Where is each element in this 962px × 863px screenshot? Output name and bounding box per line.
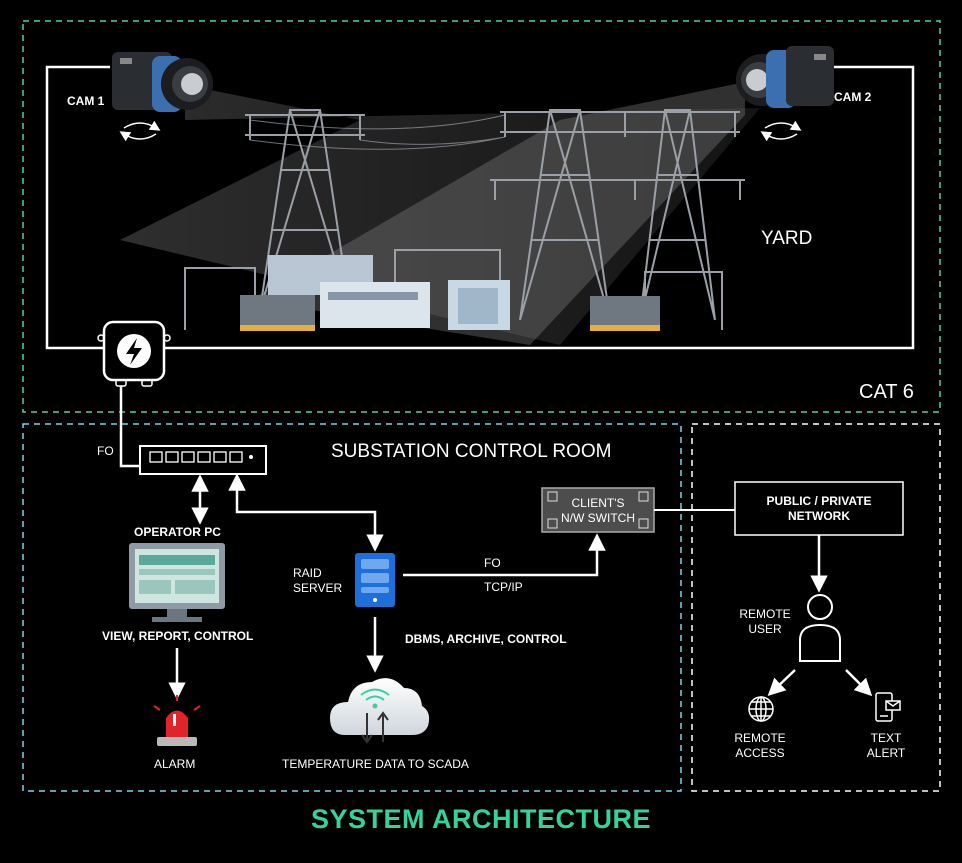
alarm-siren-icon — [153, 695, 201, 746]
cam2-beam — [250, 82, 745, 345]
camera-icon — [736, 46, 834, 108]
user-icon — [799, 594, 841, 662]
cat6-cable-right — [145, 65, 915, 350]
remote-access-label: REMOTE ACCESS — [734, 731, 786, 760]
fo-link-label: FO — [484, 556, 501, 570]
rotate-icon — [760, 120, 802, 142]
power-junction-icon — [97, 320, 171, 387]
fo-cable — [119, 386, 140, 468]
scada-label: TEMPERATURE DATA TO SCADA — [282, 757, 469, 771]
cam2-label: CAM 2 — [834, 90, 872, 104]
yard-label: YARD — [761, 228, 813, 249]
switch-server-link — [228, 473, 384, 552]
cloud-icon — [330, 678, 430, 744]
system-architecture-title: SYSTEM ARCHITECTURE — [310, 804, 651, 834]
client-switch-label: CLIENT'S N/W SWITCH — [561, 496, 635, 525]
public-private-network-label: PUBLIC / PRIVATE NETWORK — [766, 494, 872, 523]
client-switch-box — [541, 487, 655, 533]
camera-icon — [112, 52, 213, 112]
dbms-label: DBMS, ARCHIVE, CONTROL — [405, 632, 567, 646]
cat6-cable — [45, 65, 120, 350]
monitor-icon — [129, 543, 225, 622]
cam1-label: CAM 1 — [67, 94, 105, 108]
network-switch-icon — [139, 445, 267, 475]
operator-pc-label: OPERATOR PC — [134, 525, 221, 539]
globe-icon — [748, 696, 774, 722]
user-access-link — [767, 669, 796, 697]
tcpip-label: TCP/IP — [484, 580, 523, 594]
network-zone-border — [691, 423, 941, 792]
cat6-label: CAT 6 — [859, 381, 914, 403]
alarm-label: ALARM — [154, 757, 196, 771]
cam1-beam — [120, 85, 760, 345]
operator-functions-label: VIEW, REPORT, CONTROL — [102, 629, 254, 643]
control-room-title: SUBSTATION CONTROL ROOM — [331, 441, 612, 462]
mobile-message-icon — [875, 692, 901, 722]
public-private-network-box — [734, 481, 904, 536]
user-alert-link — [845, 669, 873, 697]
substation-equipment — [240, 255, 660, 331]
raid-server-label: RAID SERVER — [293, 566, 343, 595]
yard-zone-border — [22, 20, 941, 413]
remote-user-label: REMOTE USER — [739, 607, 791, 636]
control-room-zone-border — [22, 423, 682, 792]
text-alert-label: TEXT ALERT — [866, 731, 906, 760]
server-icon — [355, 553, 395, 607]
fo-label: FO — [97, 444, 114, 458]
rotate-icon — [119, 120, 161, 142]
server-client-switch-link — [403, 533, 606, 577]
